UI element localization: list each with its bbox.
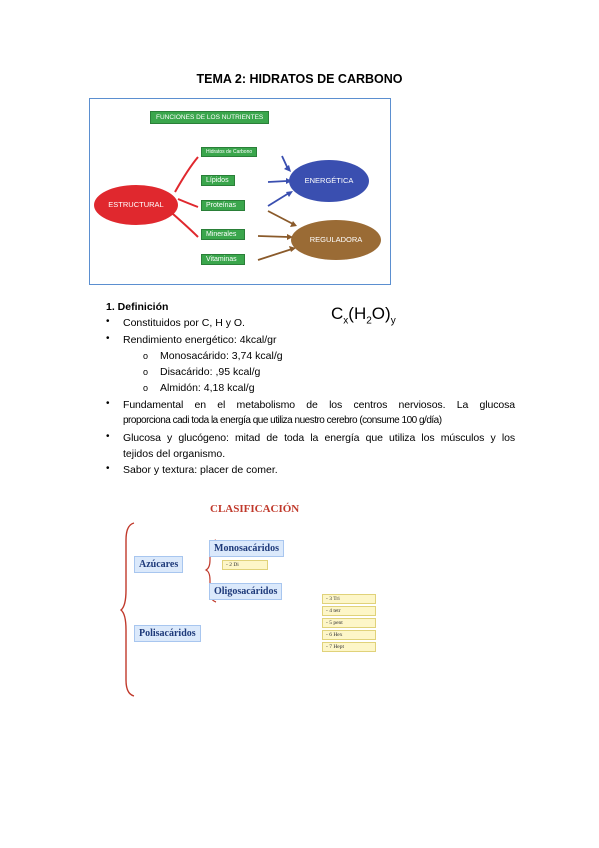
oligosacaridos-box: Oligosacáridos: [209, 583, 283, 600]
formula-sub-x: x: [343, 315, 349, 327]
bullet-icon: •: [106, 398, 110, 409]
diagram-connectors: [94, 155, 381, 261]
bullet-icon: •: [106, 431, 110, 442]
monosacaridos-box: Monosacáridos: [209, 540, 284, 557]
bullet-text: Fundamental en el metabolismo de los cen…: [123, 399, 515, 411]
arrow-proteinas-reguladora: [267, 210, 294, 225]
sub-bullet-icon: o: [143, 351, 149, 361]
estructural-label: ESTRUCTURAL: [108, 200, 164, 209]
arrowhead: [286, 191, 293, 197]
bullet-text: Sabor y textura: placer de comer.: [123, 464, 278, 476]
arrow-vitaminas-reguladora: [257, 248, 293, 261]
connector-minerales: [172, 213, 199, 238]
arrowhead: [284, 165, 291, 172]
page-title: TEMA 2: HIDRATOS DE CARBONO: [196, 72, 403, 86]
reguladora-ellipse: [291, 220, 381, 260]
oligo-list-item: - 5 pent: [322, 618, 376, 628]
energetica-ellipse: [289, 160, 369, 202]
oligo-list-item: - 4 tetr: [322, 606, 376, 616]
bullet-text-cont: tejidos del organismo.: [123, 448, 226, 460]
sub-bullet-text: Disacárido: ,95 kcal/g: [160, 366, 261, 378]
arrow-lipidos-energetica: [267, 180, 288, 183]
connector-proteinas: [177, 198, 199, 208]
arrowhead: [289, 246, 296, 252]
bullet-text: Constituidos por C, H y O.: [123, 317, 245, 329]
big-bracket: [120, 522, 135, 697]
nutrient-vitaminas: Vitaminas: [201, 254, 245, 265]
nutrient-lipidos: Lípidos: [201, 175, 235, 186]
arrowhead: [287, 234, 293, 240]
classification-title: CLASIFICACIÓN: [210, 503, 300, 515]
arrowhead: [286, 178, 292, 184]
oligo-list-item: - 7 Hept: [322, 642, 376, 652]
energetica-label: ENERGÉTICA: [304, 176, 354, 185]
arrow-proteinas-energetica: [267, 192, 290, 207]
sub-bullet-text: Almidón: 4,18 kcal/g: [160, 382, 255, 394]
nutrient-hidratos: Hidratos de Carbono: [201, 147, 258, 157]
arrowhead: [290, 221, 297, 227]
nutrient-proteinas: Proteínas: [201, 200, 245, 211]
di-box: - 2 Di: [222, 560, 268, 570]
polisacaridos-box: Polisacáridos: [134, 625, 201, 642]
connector-lipidos: [174, 156, 199, 193]
bullet-icon: •: [106, 316, 110, 327]
formula-sub-2: 2: [366, 315, 372, 327]
brackets: [120, 522, 217, 697]
bullet-text: Glucosa y glucógeno: mitad de toda la en…: [123, 432, 515, 444]
nutrient-minerales: Minerales: [201, 229, 245, 240]
bullet-text-cont: proporciona cadi toda la energía que uti…: [123, 415, 442, 426]
sub-bullet-icon: o: [143, 383, 149, 393]
formula-c: C: [331, 304, 344, 323]
oligo-list: - 3 Tri - 4 tetr - 5 pent - 6 Hex - 7 He…: [322, 594, 376, 654]
sub-bullet-text: Monosacárido: 3,74 kcal/g: [160, 350, 283, 362]
reguladora-label: REGULADORA: [309, 235, 363, 244]
arrow-minerales-reguladora: [257, 235, 290, 238]
bullet-icon: •: [106, 463, 110, 474]
oligo-list-item: - 6 Hex: [322, 630, 376, 640]
formula-o: O): [371, 304, 391, 323]
section-heading: 1. Definición: [106, 301, 169, 313]
formula-sub-y: y: [390, 315, 396, 327]
formula-h: (H: [348, 304, 367, 323]
bullet-text: Rendimiento energético: 4kcal/gr: [123, 334, 277, 346]
azucares-box: Azúcares: [134, 556, 184, 573]
oligo-list-item: - 3 Tri: [322, 594, 376, 604]
nutrient-functions-diagram: FUNCIONES DE LOS NUTRIENTES Hidratos de …: [89, 98, 391, 285]
bullet-icon: •: [106, 333, 110, 344]
sub-bullet-icon: o: [143, 367, 149, 377]
funciones-header: FUNCIONES DE LOS NUTRIENTES: [150, 111, 270, 124]
formula: Cx(H2O)y: [331, 304, 396, 326]
estructural-ellipse: [94, 185, 178, 225]
